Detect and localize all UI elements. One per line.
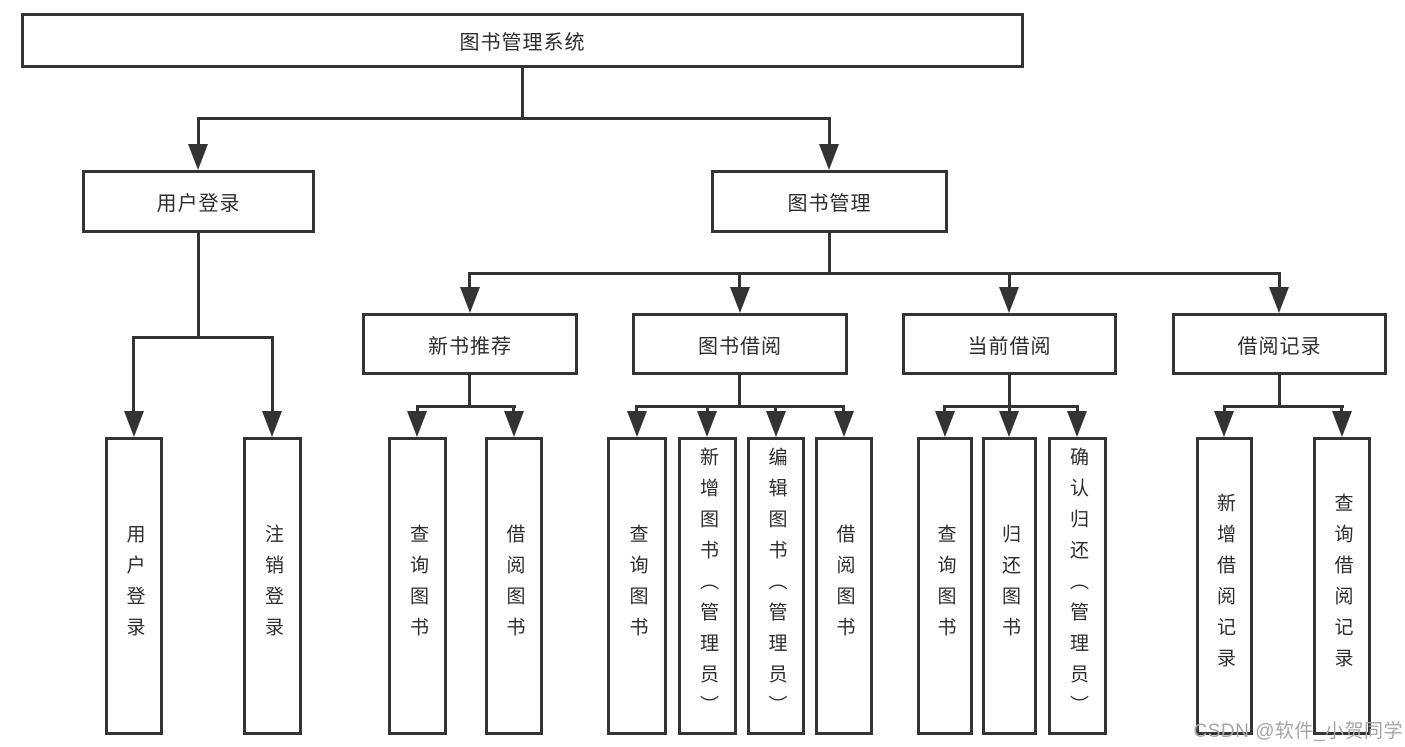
leaf-borrow-books: 借阅图书	[815, 437, 873, 735]
node-new-book-recommend-label: 新书推荐	[428, 335, 512, 358]
connector-line	[1278, 272, 1281, 292]
connector-arrowhead	[460, 287, 480, 313]
leaf-query-borrow-record: 查询借阅记录	[1313, 437, 1371, 735]
connector-line	[416, 405, 516, 408]
node-new-book-recommend: 新书推荐	[362, 313, 578, 375]
leaf-add-borrow-record-label: 新增借阅记录	[1214, 493, 1235, 679]
connector-arrowhead	[627, 411, 647, 437]
connector-arrowhead	[999, 287, 1019, 313]
connector-arrowhead	[1269, 287, 1289, 313]
node-library-system-label: 图书管理系统	[459, 32, 586, 54]
node-borrow-records-label: 借阅记录	[1237, 335, 1322, 358]
connector-line	[635, 405, 638, 415]
leaf-confirm-return-admin: 确认归还（管理员）	[1048, 437, 1107, 735]
connector-line	[738, 272, 741, 292]
leaf-return-books: 归还图书	[982, 437, 1037, 735]
node-user-login: 用户登录	[82, 170, 315, 233]
watermark: CSDN @软件_小贺同学	[1193, 721, 1403, 742]
connector-line	[197, 233, 200, 339]
connector-line	[132, 336, 274, 339]
connector-line	[521, 68, 524, 120]
node-book-management-label: 图书管理	[787, 193, 872, 215]
connector-arrowhead	[935, 411, 955, 437]
leaf-borrow-books-newrec: 借阅图书	[485, 437, 543, 735]
leaf-borrow-books-newrec-label: 借阅图书	[503, 524, 525, 648]
leaf-edit-books-admin-label: 编辑图书（管理员）	[765, 446, 787, 726]
connector-line	[943, 405, 946, 415]
connector-line	[828, 233, 831, 275]
leaf-logout: 注销登录	[243, 437, 302, 735]
connector-line	[1076, 405, 1079, 415]
connector-line	[132, 336, 135, 413]
connector-line	[197, 117, 831, 120]
leaf-edit-books-admin: 编辑图书（管理员）	[747, 437, 805, 735]
node-current-borrow-label: 当前借阅	[967, 335, 1052, 358]
node-book-borrow: 图书借阅	[632, 313, 848, 375]
node-current-borrow: 当前借阅	[902, 313, 1117, 375]
connector-line	[1223, 405, 1226, 415]
connector-arrowhead	[262, 411, 282, 437]
connector-line	[468, 272, 1281, 275]
connector-line	[842, 405, 845, 415]
connector-arrowhead	[697, 411, 717, 437]
leaf-query-books-current: 查询图书	[917, 437, 973, 735]
connector-arrowhead	[407, 411, 427, 437]
connector-line	[271, 336, 274, 413]
connector-arrowhead	[766, 411, 786, 437]
leaf-borrow-books-label: 借阅图书	[833, 524, 855, 648]
connector-line	[1340, 405, 1343, 415]
connector-line	[1008, 375, 1011, 408]
connector-line	[468, 375, 471, 408]
leaf-query-books-newrec-label: 查询图书	[407, 524, 428, 648]
connector-line	[512, 405, 515, 415]
leaf-confirm-return-admin-label: 确认归还（管理员）	[1067, 446, 1088, 726]
connector-line	[197, 117, 200, 150]
leaf-add-books-admin: 新增图书（管理员）	[678, 437, 737, 735]
connector-line	[943, 405, 1079, 408]
connector-arrowhead	[834, 411, 854, 437]
connector-arrowhead	[999, 411, 1019, 437]
leaf-query-books-current-label: 查询图书	[934, 524, 956, 648]
leaf-logout-label: 注销登录	[262, 524, 283, 648]
connector-line	[416, 405, 419, 415]
connector-line	[1278, 375, 1281, 408]
node-book-borrow-label: 图书借阅	[698, 335, 782, 358]
connector-arrowhead	[188, 144, 208, 170]
leaf-query-borrow-record-label: 查询借阅记录	[1331, 493, 1353, 679]
connector-arrowhead	[1332, 411, 1352, 437]
connector-arrowhead	[1214, 411, 1234, 437]
leaf-add-borrow-record: 新增借阅记录	[1196, 437, 1253, 735]
leaf-return-books-label: 归还图书	[999, 524, 1020, 648]
leaf-query-books-newrec: 查询图书	[388, 437, 447, 735]
leaf-add-books-admin-label: 新增图书（管理员）	[697, 446, 718, 726]
connector-line	[774, 405, 777, 415]
connector-arrowhead	[819, 144, 839, 170]
node-book-management: 图书管理	[711, 170, 948, 233]
connector-line	[1008, 272, 1011, 292]
connector-arrowhead	[730, 287, 750, 313]
connector-line	[468, 272, 471, 292]
connector-arrowhead	[504, 411, 524, 437]
leaf-query-books-borrow-label: 查询图书	[626, 524, 648, 648]
connector-arrowhead	[1067, 411, 1087, 437]
leaf-user-login-label: 用户登录	[123, 524, 145, 648]
connector-line	[635, 405, 845, 408]
connector-line	[1008, 405, 1011, 415]
connector-arrowhead	[124, 411, 144, 437]
connector-line	[738, 375, 741, 408]
node-library-system: 图书管理系统	[21, 13, 1024, 68]
connector-line	[1223, 405, 1344, 408]
node-user-login-label: 用户登录	[156, 193, 241, 215]
leaf-user-login: 用户登录	[105, 437, 163, 735]
node-borrow-records: 借阅记录	[1172, 313, 1387, 375]
leaf-query-books-borrow: 查询图书	[607, 437, 667, 735]
connector-line	[706, 405, 709, 415]
connector-line	[828, 117, 831, 150]
